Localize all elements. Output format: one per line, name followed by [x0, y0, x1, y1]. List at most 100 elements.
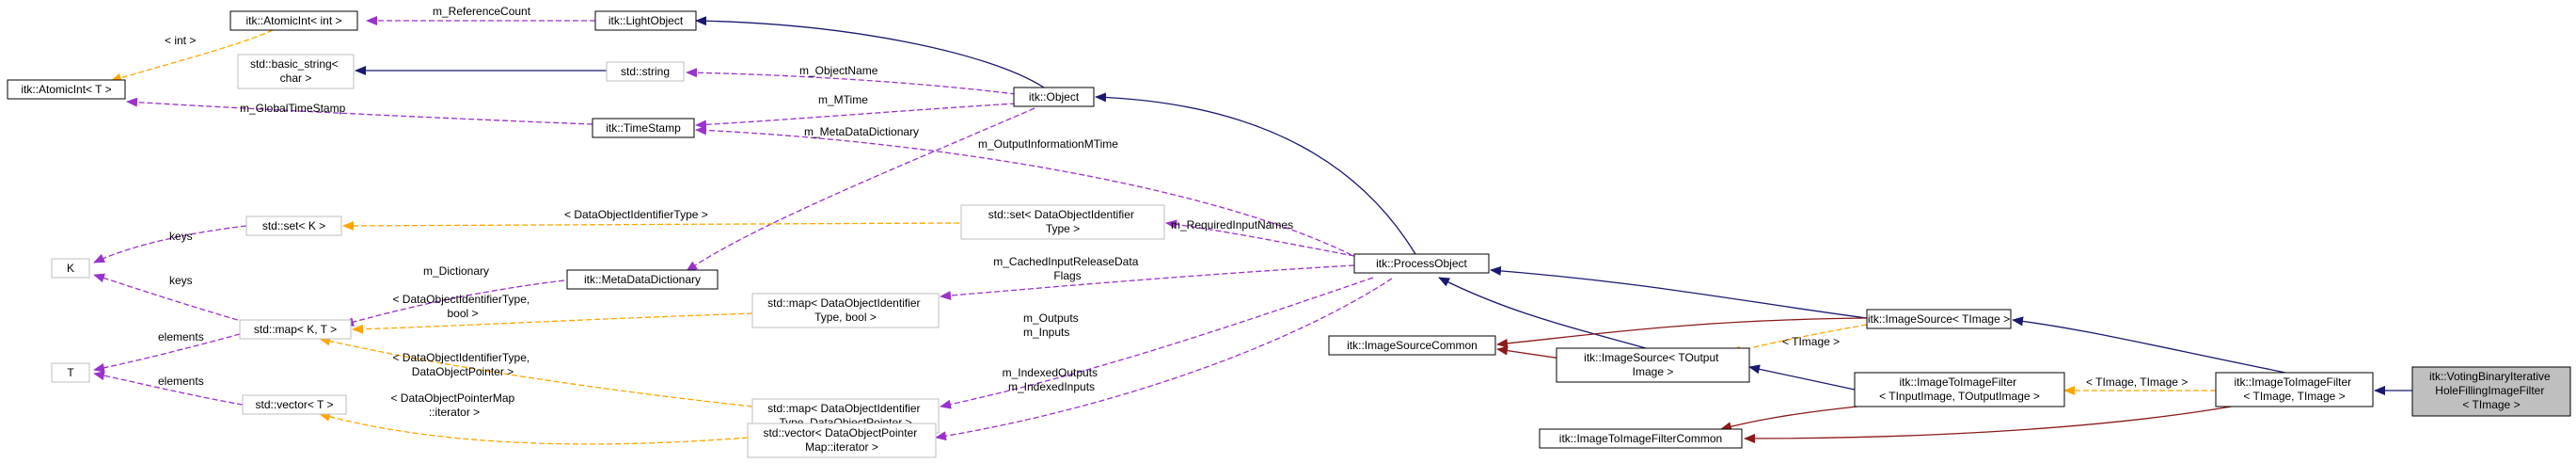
- edge-map-kt-to-k: [93, 273, 255, 326]
- edge-processobject-to-timestamp: [695, 125, 1360, 260]
- edge-timestamp-to-atomicint-t: [126, 97, 593, 125]
- node-processobject-label: itk::ProcessObject: [1376, 257, 1467, 270]
- label-m-indexedoutputs-inputs: m_IndexedOutputs m_IndexedInputs: [1003, 366, 1101, 393]
- node-timestamp-label: itk::TimeStamp: [606, 121, 681, 135]
- label-m-globaltimestamp: m_GlobalTimeStamp: [240, 102, 346, 115]
- node-vector-t-label: std::vector< T >: [256, 398, 334, 411]
- node-imagesource-timage-label: itk::ImageSource< TImage >: [1868, 312, 2010, 326]
- node-map-kt-label: std::map< K, T >: [254, 323, 337, 336]
- node-object-label: itk::Object: [1029, 90, 1080, 104]
- edge-vector-t-to-t: [93, 371, 244, 406]
- node-metadatadictionary[interactable]: itk::MetaDataDictionary: [566, 269, 719, 290]
- node-imagesourcecommon[interactable]: itk::ImageSourceCommon: [1328, 335, 1496, 356]
- edge-imagesource-toutput-to-imagesourcecommon: [1496, 345, 1562, 359]
- label-doi-bool-template: < DataObjectIdentifierType, bool >: [392, 293, 532, 320]
- node-itifcommon-label: itk::ImageToImageFilterCommon: [1559, 432, 1722, 445]
- edge-object-to-timestamp: [695, 103, 1017, 130]
- node-itif-tin-tout[interactable]: itk::ImageToImageFilter < TInputImage, T…: [1854, 372, 2065, 407]
- node-imagesource-toutput-label: itk::ImageSource< TOutput Image >: [1584, 351, 1722, 378]
- node-object[interactable]: itk::Object: [1013, 87, 1095, 107]
- node-vector-t[interactable]: std::vector< T >: [242, 394, 347, 415]
- node-set-doi-label: std::set< DataObjectIdentifier Type >: [988, 208, 1137, 235]
- label-doi-type-template: < DataObjectIdentifierType >: [564, 208, 708, 221]
- node-lightobject-label: itk::LightObject: [608, 14, 684, 27]
- node-vector-doipm-label: std::vector< DataObjectPointer Map::iter…: [763, 426, 920, 454]
- edge-processobject-to-set-doi: [1165, 219, 1355, 257]
- edge-itif-tin-tout-to-imagesource-toutput: [1748, 364, 1856, 391]
- node-timestamp[interactable]: itk::TimeStamp: [592, 118, 695, 138]
- node-t[interactable]: T: [51, 362, 90, 383]
- edges: [93, 16, 2412, 445]
- node-vector-doipm[interactable]: std::vector< DataObjectPointer Map::iter…: [747, 423, 937, 458]
- label-m-dictionary: m_Dictionary: [423, 264, 489, 278]
- label-keys-2: keys: [169, 274, 193, 287]
- node-atomicint-t[interactable]: itk::AtomicInt< T >: [7, 79, 126, 100]
- edge-vector-doipm-to-vector-t: [319, 412, 749, 445]
- node-itif-timage-label: itk::ImageToImageFilter < TImage, TImage…: [2234, 375, 2354, 403]
- edge-imagesource-toutput-to-processobject: [1438, 277, 1647, 349]
- edge-labels: m_ReferenceCount < int > m_ObjectName m_…: [158, 5, 2188, 419]
- edge-atomicint-int-to-atomicint-t: [110, 29, 274, 83]
- node-set-k-label: std::set< K >: [262, 219, 325, 232]
- node-itif-timage[interactable]: itk::ImageToImageFilter < TImage, TImage…: [2215, 372, 2374, 407]
- node-lightobject[interactable]: itk::LightObject: [594, 10, 697, 31]
- label-elements-2: elements: [158, 375, 204, 388]
- node-imagesourcecommon-label: itk::ImageSourceCommon: [1347, 339, 1478, 352]
- edge-map-doi-bool-to-map-kt: [352, 312, 753, 334]
- node-std-string-label: std::string: [621, 65, 670, 78]
- edge-set-doi-to-set-k: [342, 220, 960, 231]
- edge-processobject-to-map-doi-bool: [940, 264, 1355, 301]
- node-map-doi-bool[interactable]: std::map< DataObjectIdentifier Type, boo…: [751, 293, 940, 328]
- edge-processobject-to-map-doi-ptr: [940, 277, 1374, 409]
- label-m-requiredinputnames: m_RequiredInputNames: [1171, 218, 1293, 232]
- node-set-doi[interactable]: std::set< DataObjectIdentifier Type >: [960, 204, 1165, 240]
- node-atomicint-int[interactable]: itk::AtomicInt< int >: [229, 10, 358, 31]
- node-t-label: T: [67, 366, 74, 379]
- edge-object-to-metadatadictionary: [686, 107, 1035, 272]
- label-m-outputs-inputs: m_Outputs m_Inputs: [1023, 311, 1082, 339]
- node-atomicint-int-label: itk::AtomicInt< int >: [245, 14, 341, 27]
- edge-map-doi-ptr-to-map-kt: [319, 336, 753, 407]
- edge-imagesource-timage-to-processobject: [1490, 265, 1868, 319]
- edge-processobject-to-vector-doipm: [935, 278, 1393, 441]
- node-atomicint-t-label: itk::AtomicInt< T >: [21, 83, 111, 96]
- node-itif-tin-tout-label: itk::ImageToImageFilter < TInputImage, T…: [1879, 375, 2040, 403]
- label-doi-ptr-template: < DataObjectIdentifierType, DataObjectPo…: [392, 351, 532, 378]
- node-imagesource-toutput[interactable]: itk::ImageSource< TOutput Image >: [1556, 347, 1750, 383]
- node-processobject[interactable]: itk::ProcessObject: [1353, 253, 1490, 274]
- nodes: itk::AtomicInt< int > itk::LightObject i…: [7, 10, 2571, 458]
- edge-map-kt-to-t: [93, 333, 241, 373]
- label-m-referencecount: m_ReferenceCount: [433, 5, 531, 18]
- node-k[interactable]: K: [51, 258, 90, 279]
- node-voting-filter-label: itk::VotingBinaryIterative HoleFillingIm…: [2429, 370, 2553, 411]
- node-map-doi-bool-label: std::map< DataObjectIdentifier Type, boo…: [767, 296, 924, 324]
- label-doipm-iterator-template: < DataObjectPointerMap ::iterator >: [390, 391, 517, 419]
- label-timage-template: < TImage >: [1782, 335, 1840, 348]
- label-elements-1: elements: [158, 330, 204, 343]
- edge-imagesource-timage-to-imagesourcecommon: [1496, 317, 1868, 348]
- node-std-string[interactable]: std::string: [606, 61, 685, 82]
- label-int-template: < int >: [165, 34, 196, 47]
- edge-processobject-to-object: [1095, 92, 1416, 255]
- edge-set-k-to-k: [93, 225, 247, 263]
- label-timage-timage-template: < TImage, TImage >: [2086, 375, 2188, 389]
- edge-metadatadictionary-to-map-kt: [342, 279, 565, 327]
- label-m-cachedinputreleasedataflags: m_CachedInputReleaseData Flags: [993, 255, 1141, 282]
- node-imagesource-timage[interactable]: itk::ImageSource< TImage >: [1866, 309, 2012, 329]
- label-keys-1: keys: [169, 230, 193, 243]
- node-voting-filter[interactable]: itk::VotingBinaryIterative HoleFillingIm…: [2411, 366, 2571, 417]
- label-m-objectname: m_ObjectName: [799, 64, 878, 77]
- node-set-k[interactable]: std::set< K >: [245, 216, 342, 236]
- edge-itif-timage-to-imagesource-timage: [2012, 316, 2305, 377]
- node-k-label: K: [67, 262, 74, 275]
- node-map-kt[interactable]: std::map< K, T >: [239, 319, 352, 340]
- label-m-mtime: m_MTime: [818, 93, 868, 106]
- node-basic-string[interactable]: std::basic_string< char >: [237, 54, 355, 89]
- node-basic-string-label: std::basic_string< char >: [250, 57, 341, 85]
- node-itifcommon[interactable]: itk::ImageToImageFilterCommon: [1539, 428, 1743, 449]
- edge-object-to-std-string: [686, 68, 1017, 95]
- edge-itif-tin-tout-to-itifcommon: [1720, 406, 1858, 431]
- node-metadatadictionary-label: itk::MetaDataDictionary: [584, 273, 701, 286]
- edge-object-to-lightobject: [695, 16, 1045, 88]
- edge-itif-timage-to-itifcommon: [1744, 402, 2253, 443]
